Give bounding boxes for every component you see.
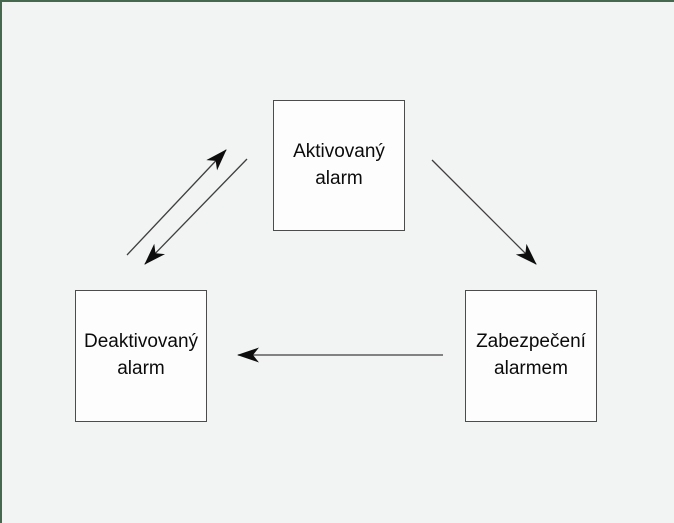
node-label-line: Deaktivovaný	[83, 331, 199, 353]
node-label-line: alarmem	[494, 358, 568, 379]
node-label-line: alarm	[117, 358, 165, 379]
edge-aktivovany-to-deaktivovany	[144, 158, 248, 265]
edge-deaktivovany-to-aktivovany	[126, 149, 227, 256]
state-node-aktivovany-alarm: Aktivovaný alarm	[273, 100, 405, 231]
state-node-zabezpeceni-alarmem: Zabezpečení alarmem	[465, 290, 597, 422]
state-node-deaktivovany-alarm: Deaktivovaný alarm	[75, 290, 207, 422]
edge-aktivovany-to-zabezpeceni	[431, 159, 537, 265]
node-label-line: Aktivovaný	[293, 140, 385, 162]
node-label-line: Zabezpečení	[476, 331, 586, 353]
node-label-line: alarm	[315, 167, 363, 189]
